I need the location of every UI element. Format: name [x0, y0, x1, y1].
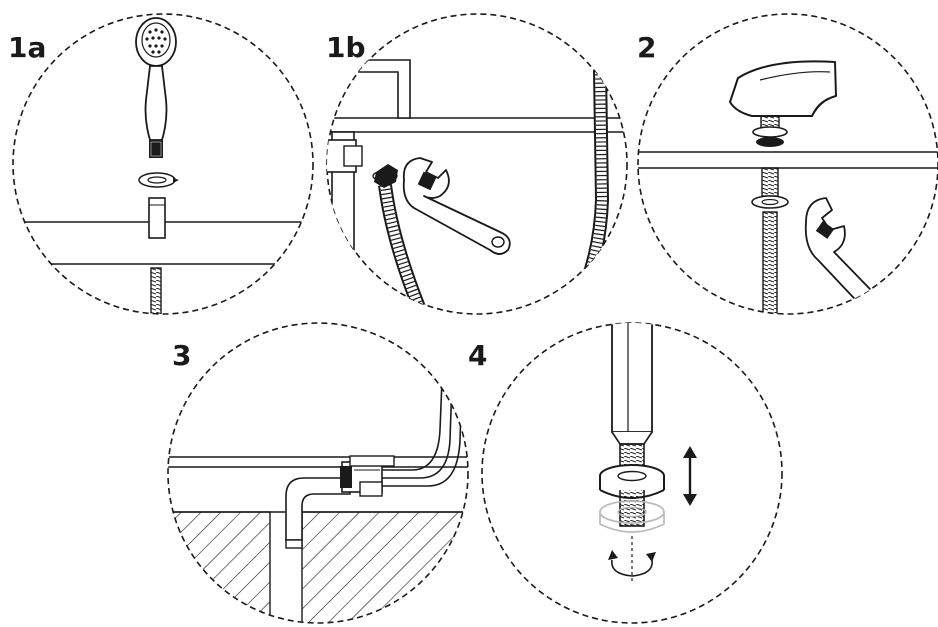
- shower-handset-icon: [135, 17, 177, 158]
- nut-icon: [374, 164, 398, 188]
- panel-1b: [326, 13, 628, 315]
- step-label-3: 3: [172, 339, 192, 372]
- panel-1a-frame: [12, 13, 314, 315]
- wall-section-left: [168, 511, 271, 623]
- wrench-icon: [402, 157, 511, 255]
- panel-1b-frame: [326, 13, 628, 315]
- ghost-nut-icon: [599, 500, 665, 533]
- panel-2: [637, 13, 938, 315]
- step-label-2: 2: [637, 31, 657, 64]
- step-label-1b: 1b: [326, 31, 366, 64]
- panel-4: [481, 322, 783, 624]
- hose-connector-icon: [148, 197, 166, 239]
- panel-1a: [12, 13, 314, 315]
- panel-2-frame: [637, 13, 938, 315]
- tap-body-icon: [611, 323, 653, 433]
- panel-3: [167, 322, 469, 624]
- step-label-1a: 1a: [8, 31, 47, 64]
- hose-icon: [150, 267, 162, 314]
- rotate-arrow-icon: [138, 172, 179, 188]
- step-label-4: 4: [468, 339, 488, 372]
- hose-icon: [762, 211, 778, 314]
- up-down-arrow-icon: [683, 446, 697, 506]
- wall-section-right: [301, 511, 468, 623]
- elbow-pipe-icon: [285, 477, 351, 541]
- rotate-arrow-icon: [608, 536, 656, 584]
- connector-icon: [340, 455, 395, 497]
